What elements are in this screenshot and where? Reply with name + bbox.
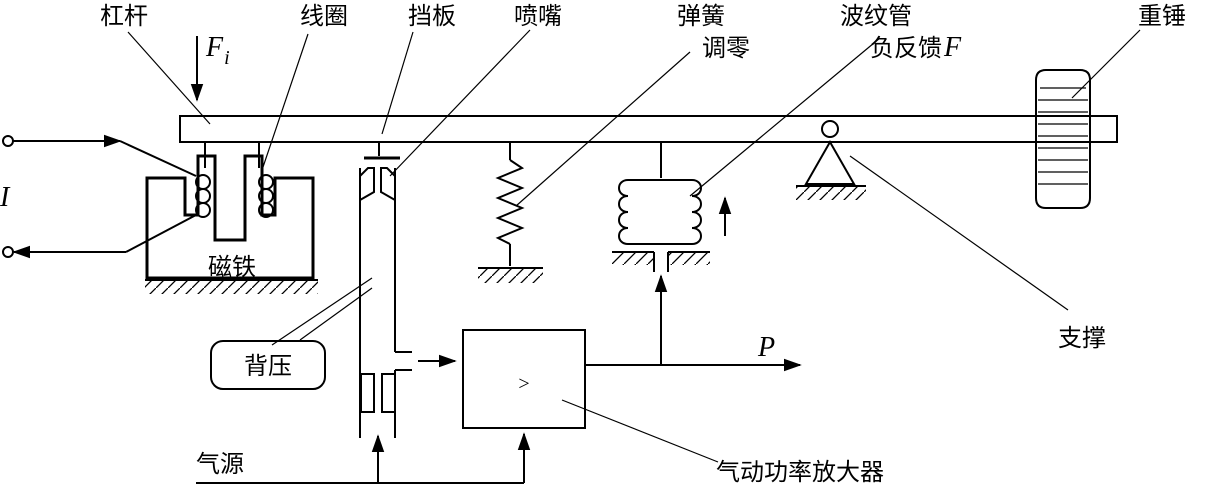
spring	[478, 142, 543, 283]
coil-label: 线圈	[300, 2, 348, 30]
bellows	[612, 142, 732, 272]
current-wires	[2, 134, 197, 259]
pressure-output-label: P	[757, 332, 775, 363]
back-pressure-callout: 背压	[210, 277, 373, 390]
spring-label: 弹簧	[677, 2, 725, 30]
amplifier-symbol: >	[518, 373, 529, 395]
current-label: I	[0, 182, 11, 213]
nozzle-label: 喷嘴	[514, 2, 562, 30]
coil	[195, 142, 274, 218]
magnet	[145, 154, 318, 294]
amplifier-box: >	[462, 329, 586, 429]
support-pivot	[796, 120, 866, 200]
flapper-label: 挡板	[408, 2, 456, 30]
negative-feedback-label: 负反馈F	[870, 32, 962, 63]
input-force-label: Fi	[205, 32, 230, 69]
bellows-label: 波纹管	[840, 2, 912, 30]
counterweight	[1035, 69, 1091, 209]
lever-label: 杠杆	[100, 2, 148, 30]
leader-lines	[127, 29, 1141, 463]
counterweight-label: 重锤	[1138, 2, 1186, 30]
zero-adjust-label: 调零	[702, 34, 750, 62]
support-label: 支撑	[1058, 324, 1106, 352]
lever	[179, 115, 1118, 143]
amplifier-label: 气动功率放大器	[716, 458, 884, 486]
air-source-line	[196, 432, 531, 484]
magnet-label: 磁铁	[208, 253, 256, 281]
back-pressure-label: 背压	[244, 352, 292, 380]
nozzle-assembly	[359, 167, 412, 438]
flapper	[364, 142, 400, 160]
air-source-label: 气源	[196, 450, 244, 478]
